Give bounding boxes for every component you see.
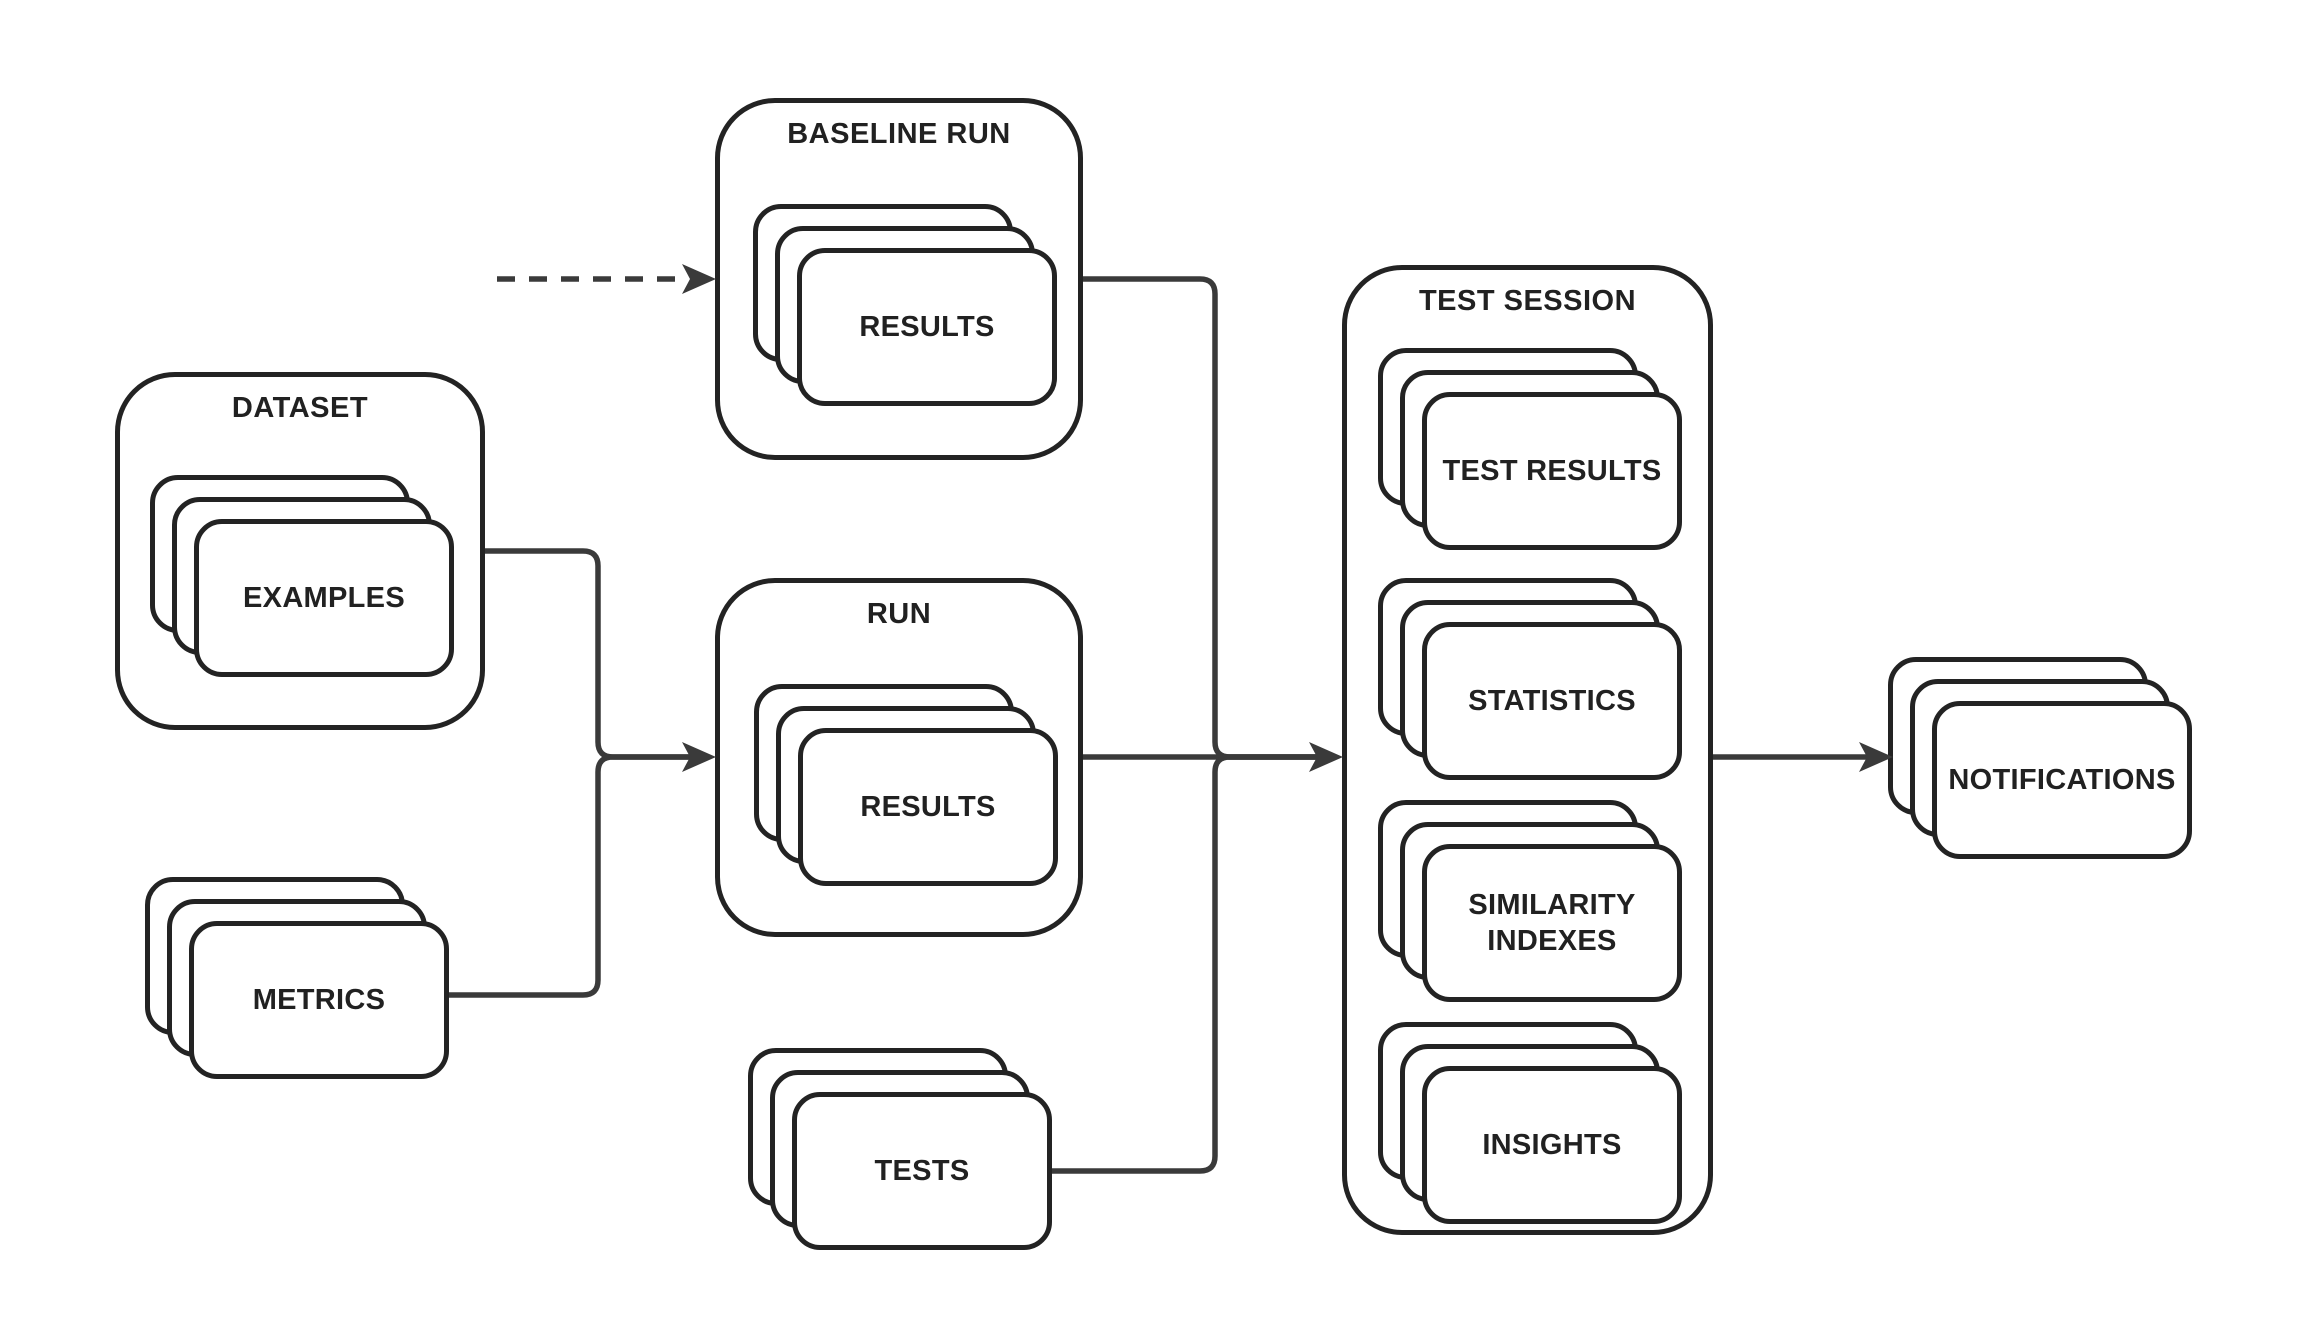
- edge-tests-to-test-session: [1052, 754, 1317, 1174]
- baseline-results-label: RESULTS: [859, 310, 995, 343]
- run-results-stack: RESULTS: [754, 684, 1058, 886]
- dataset-group: DATASET EXAMPLES: [115, 372, 485, 730]
- statistics-label: STATISTICS: [1468, 684, 1636, 717]
- examples-stack: EXAMPLES: [150, 475, 454, 677]
- arrowhead-icon: [682, 264, 716, 294]
- run-results-card: RESULTS: [798, 728, 1058, 886]
- tests-card: TESTS: [792, 1092, 1052, 1250]
- examples-card: EXAMPLES: [194, 519, 454, 677]
- edge-metrics-to-run: [449, 754, 690, 998]
- tests-stack: TESTS: [748, 1048, 1052, 1250]
- edge-run-to-test-session: [1083, 742, 1343, 772]
- statistics-card: STATISTICS: [1422, 622, 1682, 780]
- notifications-stack: NOTIFICATIONS: [1888, 657, 2192, 859]
- statistics-stack: STATISTICS: [1378, 578, 1682, 780]
- edge-dataset-to-run: [485, 548, 716, 772]
- run-title: RUN: [866, 598, 932, 630]
- test-results-stack: TEST RESULTS: [1378, 348, 1682, 550]
- insights-stack: INSIGHTS: [1378, 1022, 1682, 1224]
- similarity-indexes-label: SIMILARITY INDEXES: [1468, 888, 1636, 957]
- test-results-card: TEST RESULTS: [1422, 392, 1682, 550]
- tests-label: TESTS: [874, 1154, 970, 1187]
- insights-card: INSIGHTS: [1422, 1066, 1682, 1224]
- run-results-label: RESULTS: [860, 790, 996, 823]
- test-results-label: TEST RESULTS: [1442, 454, 1662, 487]
- similarity-indexes-stack: SIMILARITY INDEXES: [1378, 800, 1682, 1002]
- test-session-group: TEST SESSION TEST RESULTS STATISTICS SIM…: [1342, 265, 1713, 1235]
- baseline-results-card: RESULTS: [797, 248, 1057, 406]
- arrowhead-icon: [1309, 742, 1343, 772]
- notifications-label: NOTIFICATIONS: [1948, 763, 2176, 796]
- insights-label: INSIGHTS: [1482, 1128, 1622, 1161]
- baseline-run-group: BASELINE RUN RESULTS: [715, 98, 1083, 460]
- examples-label: EXAMPLES: [243, 581, 405, 614]
- run-group: RUN RESULTS: [715, 578, 1083, 937]
- similarity-indexes-card: SIMILARITY INDEXES: [1422, 844, 1682, 1002]
- dataset-title: DATASET: [231, 392, 369, 424]
- metrics-label: METRICS: [252, 983, 386, 1016]
- metrics-stack: METRICS: [145, 877, 449, 1079]
- test-session-title: TEST SESSION: [1418, 285, 1637, 317]
- baseline-run-title: BASELINE RUN: [787, 118, 1011, 150]
- edge-baseline-run-to-test-session: [1083, 276, 1317, 760]
- edge-test-session-to-notifications: [1713, 742, 1893, 772]
- arrowhead-icon: [682, 742, 716, 772]
- edge-external-to-baseline-run: [497, 264, 716, 294]
- metrics-card: METRICS: [189, 921, 449, 1079]
- notifications-card: NOTIFICATIONS: [1932, 701, 2192, 859]
- baseline-results-stack: RESULTS: [753, 204, 1057, 406]
